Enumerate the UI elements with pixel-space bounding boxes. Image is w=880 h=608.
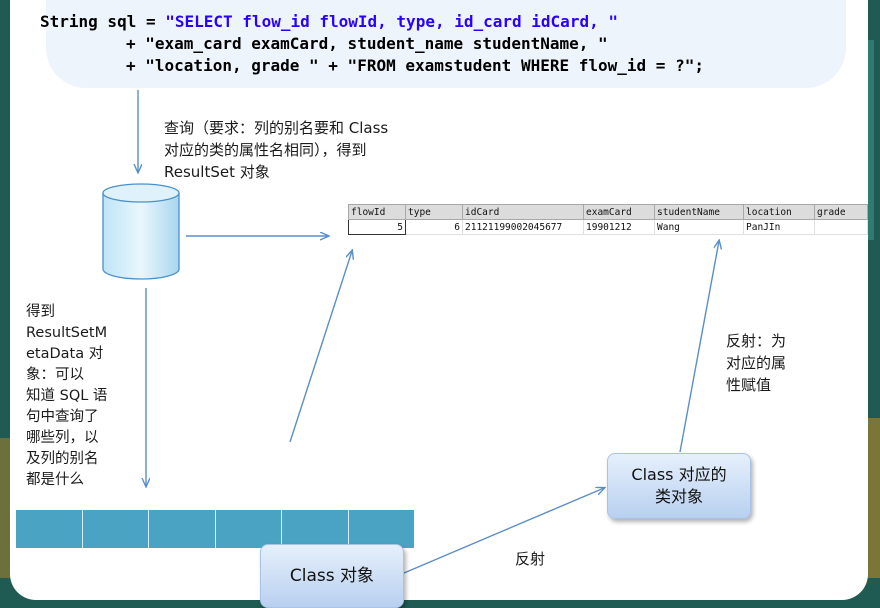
column-header: grade <box>814 204 868 220</box>
database-cylinder-icon <box>102 183 180 280</box>
metadata-note-line: 象：可以 <box>26 367 84 383</box>
metadata-column-cell <box>16 510 83 548</box>
reflect-note: 反射 <box>515 550 546 568</box>
frame-accent <box>866 40 874 240</box>
class-instance-label: Class 对应的 <box>631 465 727 484</box>
column-header: idCard <box>462 204 584 220</box>
metadata-note-line: 都是什么 <box>26 472 84 488</box>
assign-note-line: 性赋值 <box>726 376 772 394</box>
metadata-note-line: ResultSetM <box>26 325 108 341</box>
column-header: examCard <box>583 204 655 220</box>
assign-note: 反射：为 对应的属 性赋值 <box>726 330 806 396</box>
arrow-class-to-instance <box>403 488 604 574</box>
assign-note-line: 对应的属 <box>726 354 787 372</box>
table-cell: PanJIn <box>743 219 815 235</box>
code-string: "SELECT flow_id flowId, type, id_card id… <box>165 12 618 31</box>
table-cell: 21121199002045677 <box>462 219 584 235</box>
metadata-note-line: 及列的别名 <box>26 451 99 467</box>
table-cell: 6 <box>405 219 463 235</box>
query-note: 查询（要求：列的别名要和 Class 对应的类的属性名相同），得到 Result… <box>164 117 454 183</box>
column-header: flowId <box>348 204 406 220</box>
metadata-note-line: etaData 对 <box>26 346 104 362</box>
code-line-1: String sql = "SELECT flow_id flowId, typ… <box>40 11 618 33</box>
table-header-row: flowId type idCard examCard studentName … <box>348 204 868 220</box>
code-declaration: String sql = <box>40 12 166 31</box>
table-cell: 19901212 <box>583 219 655 235</box>
class-object-label: Class 对象 <box>289 566 375 586</box>
arrow-instance-to-table <box>679 241 719 453</box>
class-object-box: Class 对象 <box>260 544 404 608</box>
metadata-note-line: 哪些列，以 <box>26 430 99 446</box>
query-note-line: ResultSet 对象 <box>164 163 270 181</box>
metadata-column-cell <box>149 510 216 548</box>
metadata-column-cell <box>282 510 349 548</box>
column-header: studentName <box>654 204 744 220</box>
table-cell <box>814 219 868 235</box>
metadata-note-line: 得到 <box>26 304 55 320</box>
frame-accent <box>0 438 12 578</box>
assign-note-line: 反射：为 <box>726 332 787 350</box>
table-cell: Wang <box>654 219 744 235</box>
arrow-up-to-table <box>289 251 352 443</box>
metadata-note: 得到 ResultSetM etaData 对 象：可以 知道 SQL 语 句中… <box>26 302 122 491</box>
class-instance-box: Class 对应的 类对象 <box>607 453 751 519</box>
metadata-column-cell <box>348 510 414 548</box>
column-header: location <box>743 204 815 220</box>
metadata-columns-bar <box>16 510 414 548</box>
column-header: type <box>405 204 463 220</box>
metadata-column-cell <box>215 510 282 548</box>
result-set-table: flowId type idCard examCard studentName … <box>348 204 868 235</box>
metadata-note-line: 知道 SQL 语 <box>26 388 108 404</box>
code-box <box>46 0 846 88</box>
table-row: 5 6 21121199002045677 19901212 Wang PanJ… <box>348 219 868 235</box>
metadata-note-line: 句中查询了 <box>26 409 99 425</box>
query-note-line: 对应的类的属性名相同），得到 <box>164 141 367 159</box>
code-line-3: + "location, grade " + "FROM examstudent… <box>126 56 704 75</box>
metadata-column-cell <box>82 510 149 548</box>
table-cell: 5 <box>348 219 406 235</box>
query-note-line: 查询（要求：列的别名要和 Class <box>164 119 389 137</box>
class-instance-label: 类对象 <box>654 487 703 506</box>
code-line-2: + "exam_card examCard, student_name stud… <box>126 34 608 53</box>
